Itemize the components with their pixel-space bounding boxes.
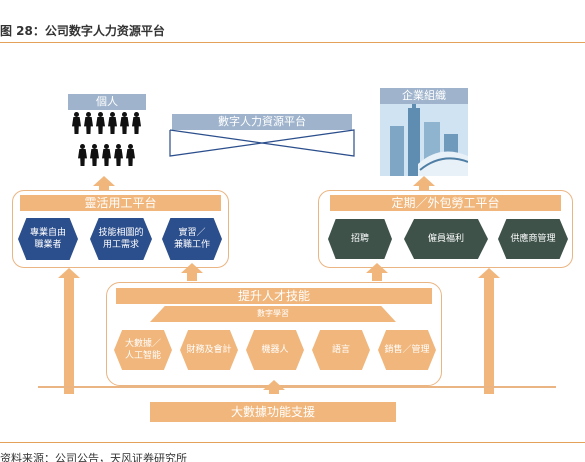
up-arrow-icon	[58, 268, 80, 394]
hex-line: 用工需求	[102, 240, 139, 250]
hex-big-data-ai: 大數據／ 人工智能	[114, 330, 172, 370]
up-arrow-icon	[478, 268, 500, 394]
hex-line: 語言	[331, 345, 350, 355]
hex-line: 大數據／	[124, 339, 161, 349]
hex-line: 財務及會計	[186, 345, 232, 355]
hex-language: 語言	[312, 330, 370, 370]
up-arrow-icon	[263, 380, 285, 394]
hex-line: 僱員福利	[427, 234, 464, 244]
platform-connector-icon	[169, 129, 355, 157]
digital-learning-label: 數字學習	[257, 309, 289, 318]
platform-label: 數字人力資源平台	[172, 114, 352, 130]
big-data-support-bar: 大數據功能支援	[150, 402, 396, 422]
hex-employee-benefits: 僱員福利	[404, 219, 488, 259]
base-line	[38, 386, 556, 388]
hex-line: 銷售／管理	[384, 345, 430, 355]
hex-line: 職業者	[34, 240, 62, 250]
hex-line: 技能相圖的	[98, 228, 144, 238]
outsourcing-platform-title: 定期／外包勞工平台	[330, 195, 561, 211]
hex-freelancer: 專業自由職業者	[18, 218, 78, 260]
figure-caption: 图 28：公司数字人力资源平台	[0, 24, 165, 38]
hex-line: 兼職工作	[173, 240, 210, 250]
up-arrow-icon	[366, 263, 388, 281]
caption-divider	[0, 42, 585, 43]
hex-line: 招聘	[350, 234, 369, 244]
hex-line: 人工智能	[124, 351, 161, 361]
hex-line: 專業自由	[29, 228, 66, 238]
talent-upskilling-title: 提升人才技能	[116, 288, 432, 304]
hex-line: 實習／	[178, 228, 206, 238]
hex-line: 機器人	[261, 345, 289, 355]
city-skyline-icon	[380, 104, 468, 176]
hex-vendor-management: 供應商管理	[498, 219, 568, 259]
source-note: 资料来源：公司公告，天风证券研究所	[0, 452, 187, 462]
hex-skill-matching: 技能相圖的用工需求	[90, 218, 152, 260]
hex-robotics: 機器人	[246, 330, 304, 370]
hex-internship: 實習／ 兼職工作	[162, 218, 222, 260]
people-icon	[72, 112, 144, 172]
hex-sales-management: 銷售／管理	[378, 330, 436, 370]
digital-learning-banner	[150, 306, 396, 322]
hex-line: 供應商管理	[510, 234, 556, 244]
flexible-platform-title: 靈活用工平台	[20, 195, 221, 211]
individual-label: 個人	[68, 94, 146, 110]
hex-finance-accounting: 財務及會計	[180, 330, 238, 370]
enterprise-label: 企業組織	[380, 88, 468, 104]
source-divider	[0, 442, 585, 443]
up-arrow-icon	[181, 263, 203, 281]
hex-recruitment: 招聘	[328, 219, 392, 259]
